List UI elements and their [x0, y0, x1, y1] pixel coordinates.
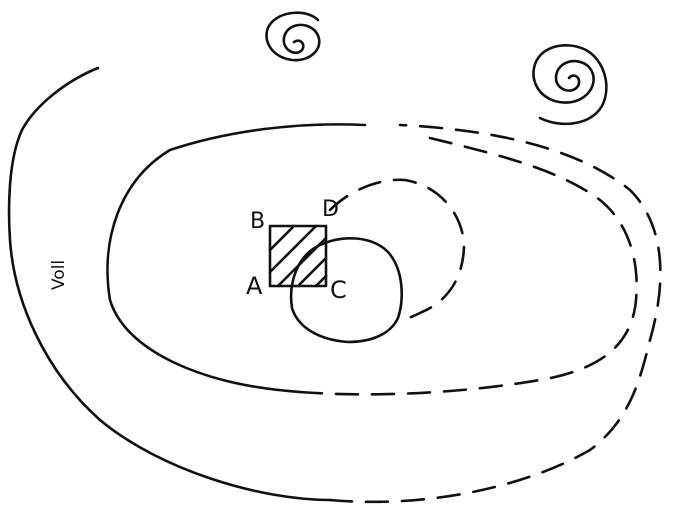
rectangle-hatching	[270, 226, 326, 286]
label-c: C	[330, 276, 347, 304]
small-spiral	[266, 13, 319, 60]
label-d: D	[322, 197, 339, 222]
label-a: A	[246, 272, 263, 300]
middle-dashed-contour	[300, 138, 637, 394]
large-spiral	[533, 45, 606, 124]
label-b: B	[250, 209, 265, 234]
inner-dashed-loop	[330, 180, 464, 320]
hatched-rectangle	[270, 226, 326, 286]
label-region: Voll	[49, 260, 69, 290]
